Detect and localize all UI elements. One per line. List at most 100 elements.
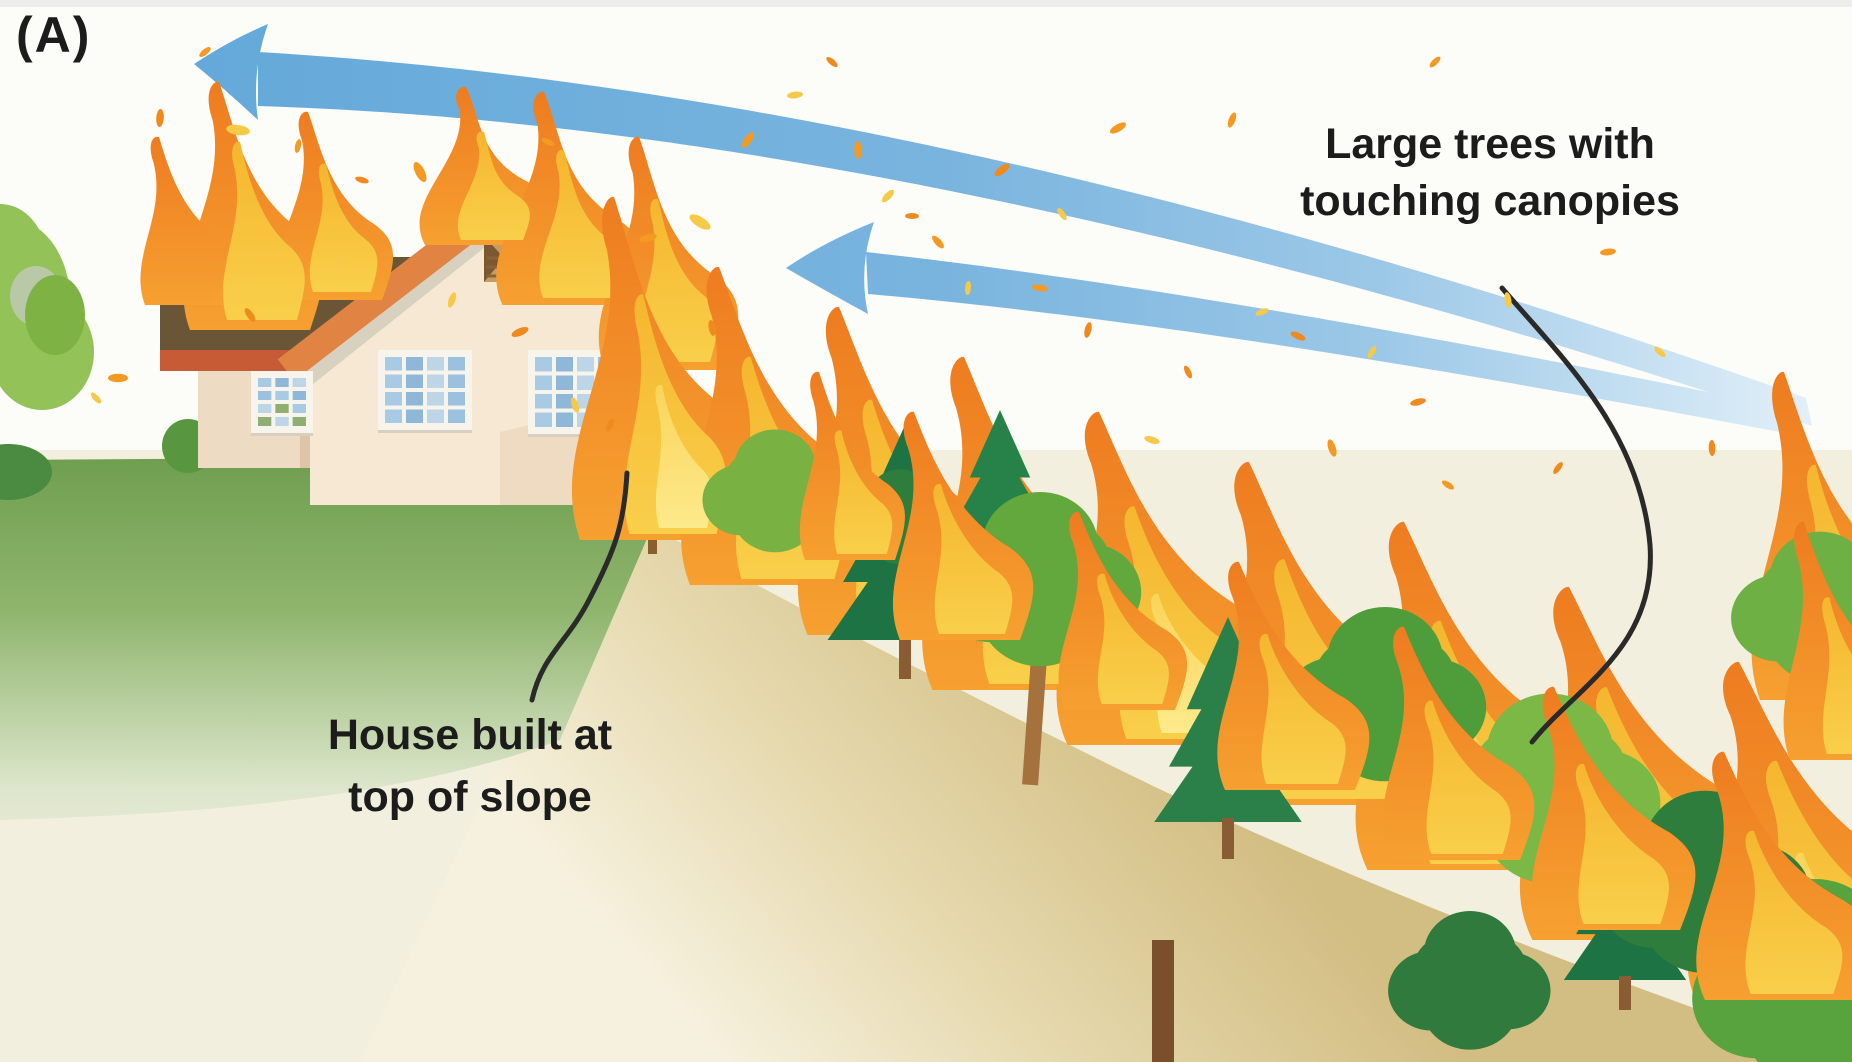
- tree-trunk: [1222, 818, 1234, 859]
- ember-fleck: [1084, 322, 1092, 338]
- ember-fleck: [605, 418, 615, 432]
- ember-fleck: [932, 235, 944, 249]
- left-tree-canopy: [0, 204, 94, 410]
- window-pane: [292, 404, 306, 413]
- trees-annotation-line1: Large trees with: [1325, 120, 1655, 168]
- ember-fleck: [994, 163, 1010, 177]
- window-pane: [406, 392, 423, 406]
- window-pane: [385, 392, 402, 406]
- ember-fleck: [156, 109, 164, 127]
- wind-arrow-upper-head: [194, 24, 268, 120]
- window-pane: [448, 374, 465, 388]
- house-annotation: House built at top of slope: [260, 704, 680, 828]
- ember-fleck: [199, 47, 211, 57]
- window-pane: [258, 378, 272, 387]
- wind-arrow-upper-shaft: [258, 52, 1812, 426]
- window-pane: [577, 375, 594, 390]
- ember-fleck: [1255, 308, 1269, 316]
- grass-hilltop: [0, 458, 655, 820]
- burning-forest: [571, 196, 1852, 1062]
- window-pane: [556, 375, 573, 390]
- hillside-slope: [360, 505, 1852, 1062]
- forest-flame-front-inner: [834, 430, 893, 554]
- embers: [90, 47, 1716, 490]
- window-pane: [535, 394, 552, 409]
- roof-flame-inner: [309, 163, 378, 292]
- window-pane: [406, 374, 423, 388]
- window-pane: [292, 391, 306, 400]
- window-pane: [258, 417, 272, 426]
- ember-fleck: [708, 320, 716, 336]
- ember-fleck: [1109, 122, 1127, 134]
- ember-fleck: [570, 397, 580, 413]
- wind-arrows: [194, 24, 1812, 434]
- ember-fleck: [1441, 480, 1455, 490]
- forest-flame-front-inner: [1097, 573, 1169, 704]
- window-pane: [275, 404, 289, 413]
- window-pane: [448, 409, 465, 423]
- ember-fleck: [244, 308, 256, 322]
- window-pane: [427, 392, 444, 406]
- window-pane: [427, 357, 444, 371]
- window-pane: [406, 357, 423, 371]
- wind-arrow-upper-icon: [194, 24, 1812, 426]
- ember-fleck: [1708, 440, 1716, 456]
- window-pane: [556, 412, 573, 427]
- ember-fleck: [294, 139, 302, 153]
- ember-fleck: [826, 56, 838, 68]
- forest-flame-front-inner: [1745, 830, 1843, 994]
- ember-fleck: [1327, 439, 1337, 457]
- ember-fleck: [413, 161, 427, 183]
- ember-fleck: [90, 392, 102, 404]
- wind-arrow-lower-head: [786, 222, 874, 314]
- ember-fleck: [854, 141, 862, 159]
- ember-fleck: [689, 214, 711, 230]
- trees-annotation: Large trees with touching canopies: [1240, 116, 1740, 230]
- ember-fleck: [1654, 346, 1666, 358]
- panel-label: (A): [16, 7, 92, 63]
- forest-flame-front-inner: [933, 483, 1013, 634]
- wind-arrow-lower-icon: [786, 222, 1790, 434]
- ember-fleck: [905, 213, 919, 219]
- leader-lines: [529, 285, 1653, 745]
- house-roof-fascia: [160, 350, 322, 371]
- ember-fleck: [1429, 56, 1441, 68]
- house-annotation-line2: top of slope: [348, 773, 592, 821]
- window-pane: [258, 391, 272, 400]
- window-pane: [292, 378, 306, 387]
- roof-flame-inner: [638, 198, 718, 362]
- tree-canopy: [1388, 910, 1551, 1050]
- ember-fleck: [1057, 207, 1067, 221]
- ember-fleck: [1410, 398, 1426, 406]
- trees-annotation-line2: touching canopies: [1300, 177, 1680, 225]
- ember-fleck: [1553, 462, 1563, 474]
- ember-fleck: [511, 327, 529, 337]
- ember-fleck: [226, 124, 250, 136]
- window-pane: [577, 357, 594, 372]
- window-pane: [427, 409, 444, 423]
- ember-fleck: [447, 292, 457, 308]
- window-pane: [385, 374, 402, 388]
- grass-bush-left: [0, 444, 52, 500]
- window-pane: [427, 374, 444, 388]
- ember-fleck: [332, 256, 348, 268]
- ember-fleck: [1183, 365, 1193, 379]
- window-pane: [385, 357, 402, 371]
- ember-fleck: [965, 281, 971, 295]
- ember-fleck: [355, 176, 369, 184]
- roof-soffit-left: [296, 211, 514, 389]
- wind-arrow-lower-shaft: [866, 252, 1790, 434]
- window-pane: [275, 391, 289, 400]
- window-side-small: [251, 371, 313, 436]
- window-pane: [292, 417, 306, 426]
- window-pane: [535, 412, 552, 427]
- ember-fleck: [108, 373, 128, 383]
- forest-flame-front-inner: [1259, 633, 1346, 784]
- ember-fleck: [741, 132, 755, 148]
- ember-fleck: [1504, 292, 1512, 308]
- window-pane: [385, 409, 402, 423]
- ember-fleck: [1227, 112, 1237, 128]
- top-edge: [0, 0, 1852, 7]
